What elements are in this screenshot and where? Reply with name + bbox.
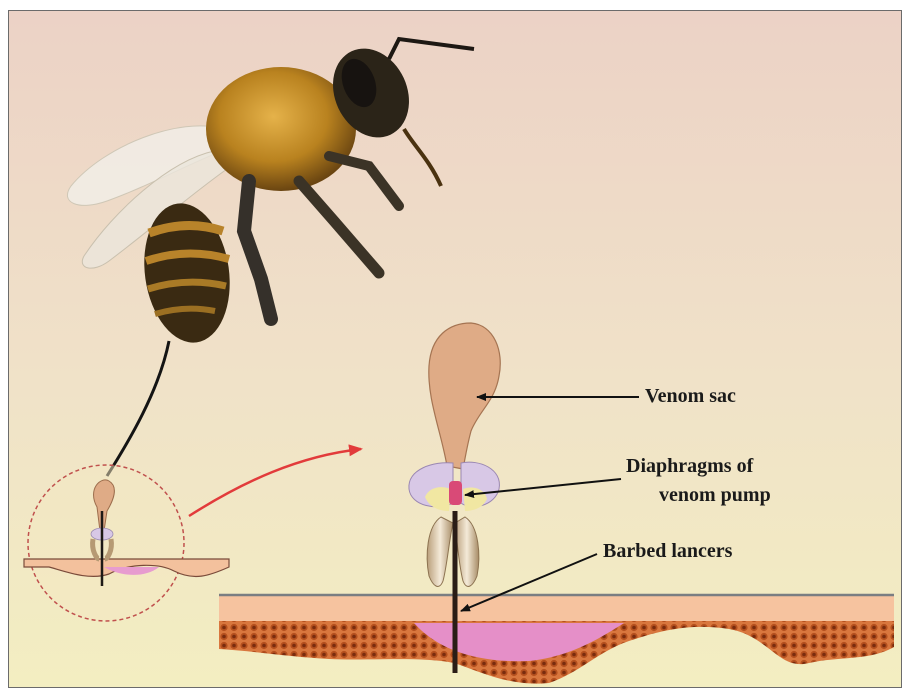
label-diaphragms-line2: venom pump: [659, 483, 771, 508]
skin-surface: [219, 595, 894, 621]
label-venom-sac: Venom sac: [645, 384, 736, 409]
label-diaphragms-line1: Diaphragms of: [626, 454, 753, 479]
bee-sting-illustration: [9, 11, 901, 687]
diagram-frame: Venom sac Diaphragms of venom pump Barbe…: [8, 10, 902, 688]
pump-accent: [449, 481, 462, 505]
label-barbed-lancers: Barbed lancers: [603, 539, 732, 564]
